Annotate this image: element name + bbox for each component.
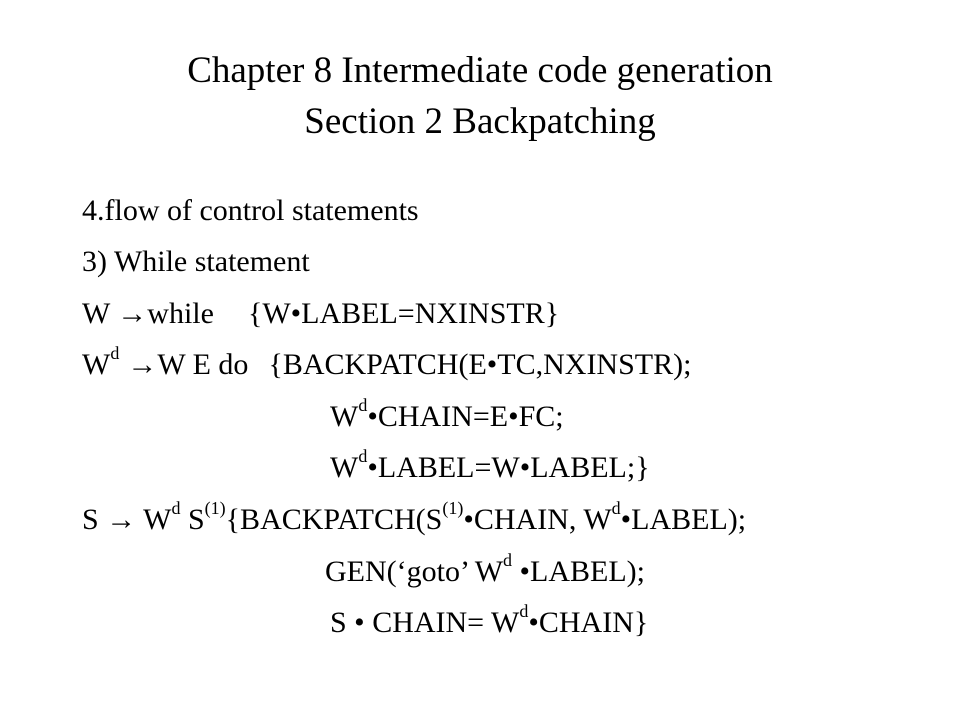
symbol-w: W [330,400,359,433]
superscript-d: d [519,601,529,621]
arrow-symbol: → [117,297,148,330]
body-line-wd-chain: Wd•CHAIN=E•FC; [330,396,564,435]
body-line-while-statement: 3) While statement [82,244,310,280]
body-line-w-production: W →while {W•LABEL=NXINSTR} [82,296,559,332]
arrow-symbol: → [106,503,137,536]
semantic-action: •LABEL=W•LABEL;} [367,451,650,484]
semantic-action: {BACKPATCH(E•TC,NXINSTR); [268,348,692,381]
semantic-action: {BACKPATCH(S [225,503,443,536]
semantic-action: •CHAIN} [528,606,649,639]
superscript-d: d [110,343,120,363]
slide-title-section: Section 2 Backpatching [304,101,656,142]
body-line-s-production: S → Wd S(1){BACKPATCH(S(1)•CHAIN, Wd•LAB… [82,499,747,538]
superscript-d: d [171,498,181,518]
semantic-action: S • CHAIN= W [330,606,520,639]
semantic-action: GEN(‘goto’ W [325,555,504,588]
line-text: 4.flow of control statements [82,194,419,227]
keyword-while: while [147,297,214,330]
symbol-s: S [82,503,107,536]
symbol-s: S [180,503,205,536]
semantic-action: •LABEL); [512,555,645,588]
body-line-gen-goto: GEN(‘goto’ Wd •LABEL); [325,551,645,590]
semantic-action: {W•LABEL=NXINSTR} [247,297,560,330]
line-text: 3) While statement [82,245,310,278]
symbol-w: W [82,297,118,330]
production-body: W E do [157,348,249,381]
body-line-flow-of-control: 4.flow of control statements [82,193,419,229]
semantic-action: •CHAIN, W [463,503,612,536]
superscript-1: (1) [442,498,464,518]
superscript-d: d [611,498,621,518]
superscript-d: d [503,550,513,570]
arrow-symbol: → [127,348,158,381]
body-line-wd-label: Wd•LABEL=W•LABEL;} [330,447,650,486]
superscript-1: (1) [204,498,226,518]
superscript-d: d [358,446,368,466]
symbol-w: W [330,451,359,484]
slide-title-chapter: Chapter 8 Intermediate code generation [187,50,773,91]
symbol-w: W [136,503,172,536]
semantic-action: •CHAIN=E•FC; [367,400,564,433]
body-line-wd-production: Wd →W E do {BACKPATCH(E•TC,NXINSTR); [82,344,692,383]
semantic-action: •LABEL); [620,503,747,536]
body-line-s-chain: S • CHAIN= Wd•CHAIN} [330,602,649,641]
symbol-w: W [82,348,111,381]
superscript-d: d [358,395,368,415]
